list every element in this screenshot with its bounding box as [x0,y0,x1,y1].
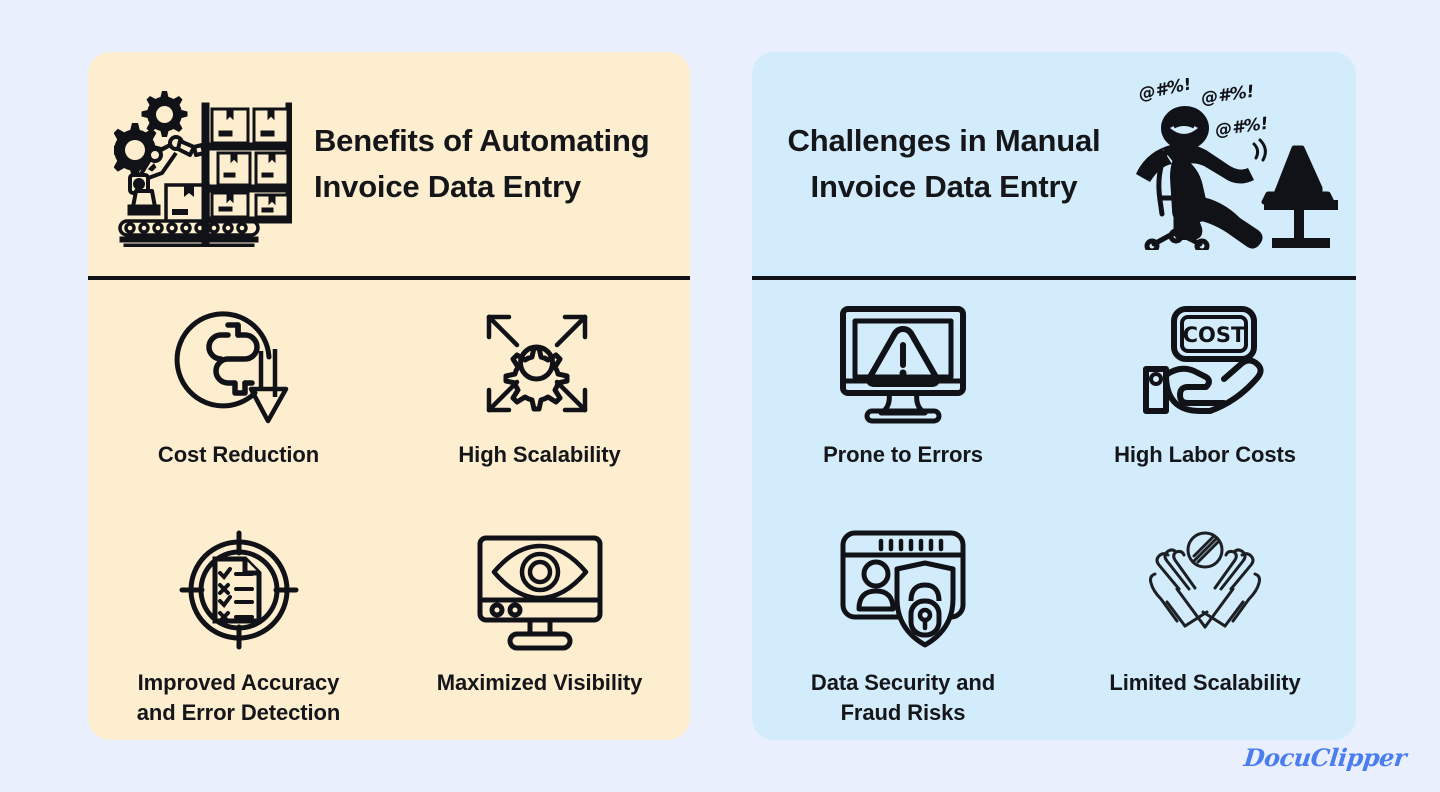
svg-text:@#%!: @#%! [1214,114,1270,141]
feature-label: Data Security and Fraud Risks [810,670,996,726]
challenges-header-divider [752,276,1356,280]
feature-improved-accuracy[interactable]: Improved Accuracy and Error Detection [88,512,389,740]
feature-label: Maximized Visibility [436,670,643,695]
feature-cost-reduction[interactable]: Cost Reduction [88,284,389,512]
challenges-panel-header: Challenges in Manual Invoice Data Entry … [752,52,1356,276]
gear-expand-arrows-icon [473,298,607,430]
benefits-panel-header: Benefits of Automating Invoice Data Entr… [88,52,690,276]
challenges-panel-title: Challenges in Manual Invoice Data Entry [787,123,1101,204]
feature-label: High Labor Costs [1114,442,1296,467]
hand-cost-sign-icon: COST [1138,298,1272,430]
docuclipper-logo[interactable]: DocuClipper [1242,743,1408,772]
feature-limited-scalability[interactable]: Limited Scalability [1054,512,1356,740]
feature-label: Improved Accuracy and Error Detection [136,670,341,726]
feature-data-security-fraud-risks[interactable]: Data Security and Fraud Risks [752,512,1054,740]
svg-text:@#%!: @#%! [1200,82,1256,109]
challenges-feature-grid: Prone to Errors COST [752,284,1356,740]
benefits-feature-grid: Cost Reduction Hig [88,284,690,740]
feature-high-labor-costs[interactable]: COST High Labor Costs [1054,284,1356,512]
target-checklist-icon [174,526,304,658]
feature-label: High Scalability [458,442,621,467]
warehouse-automation-icon [114,81,292,247]
benefits-panel-title: Benefits of Automating Invoice Data Entr… [314,123,650,204]
benefits-header-divider [88,276,690,280]
cost-sign-text: COST [1183,323,1246,347]
feature-label: Limited Scalability [1109,670,1301,695]
monitor-warning-icon [833,298,973,430]
feature-label: Cost Reduction [157,442,320,467]
monitor-eye-icon [470,526,610,658]
feature-prone-to-errors[interactable]: Prone to Errors [752,284,1054,512]
challenges-panel: Challenges in Manual Invoice Data Entry … [752,52,1356,740]
feature-label: Prone to Errors [823,442,983,467]
svg-text:@#%!: @#%! [1137,78,1194,105]
crossed-hands-prohibited-icon [1137,526,1273,658]
feature-maximized-visibility[interactable]: Maximized Visibility [389,512,690,740]
dollar-down-arrow-icon [171,298,307,430]
feature-high-scalability[interactable]: High Scalability [389,284,690,512]
frustrated-worker-desk-icon: @#%! @#%! @#%! [1132,78,1342,250]
benefits-panel: Benefits of Automating Invoice Data Entr… [88,52,690,740]
browser-person-shield-lock-icon [835,526,971,658]
